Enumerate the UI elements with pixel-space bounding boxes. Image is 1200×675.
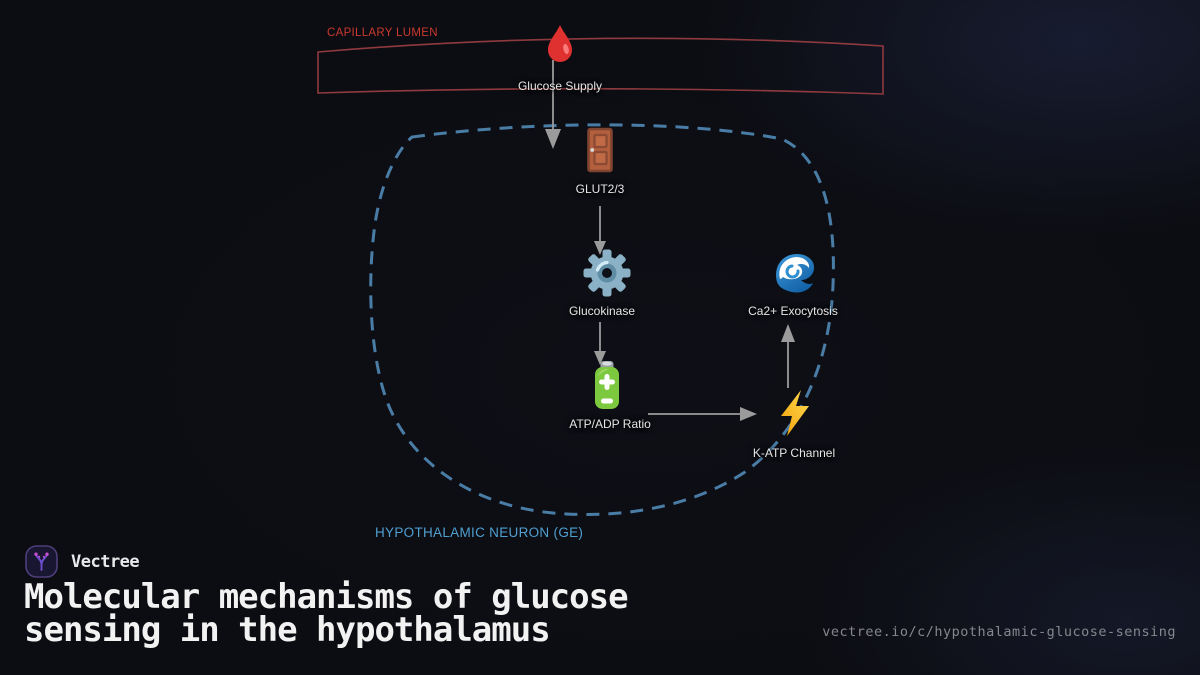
node-ca2-exocytosis[interactable] [771, 250, 817, 301]
arrowhead-katp-to-caexo [781, 324, 795, 342]
capillary-lumen-label: CAPILLARY LUMEN [327, 27, 438, 39]
arrowhead-glucose-to-glut [545, 129, 561, 149]
node-glucokinase[interactable] [583, 249, 631, 302]
atp-adp-ratio-label: ATP/ADP Ratio [569, 417, 651, 431]
arrowhead-glucokinase-to-atp [594, 351, 606, 365]
ca2-exocytosis-label: Ca2+ Exocytosis [748, 304, 838, 318]
neuron-membrane-outline [369, 123, 835, 516]
edge-arrows [545, 60, 795, 421]
node-katp-channel[interactable] [777, 389, 813, 442]
blood-drop-icon [548, 25, 572, 62]
wave-icon [776, 254, 815, 293]
glucose-supply-label: Glucose Supply [517, 79, 603, 93]
capillary-lumen-outline [317, 37, 884, 95]
arrowhead-atp-to-katp [740, 407, 757, 421]
brand-name: Vectree [71, 551, 140, 572]
lightning-icon [781, 390, 809, 436]
node-glucose-supply[interactable] [542, 23, 578, 72]
page-title: Molecular mechanisms of glucose sensing … [24, 577, 629, 650]
battery-icon [595, 361, 619, 409]
katp-channel-label: K-ATP Channel [752, 446, 836, 460]
door-icon [587, 127, 613, 173]
node-glut23[interactable] [581, 127, 619, 178]
page-url: vectree.io/c/hypothalamic-glucose-sensin… [822, 624, 1176, 640]
arrowhead-glut-to-glucokinase [594, 241, 606, 255]
vectree-logo-icon [25, 545, 58, 578]
neuron-region-label: HYPOTHALAMIC NEURON (GE) [375, 525, 584, 540]
node-atp-adp-ratio[interactable] [592, 360, 622, 415]
glut23-label: GLUT2/3 [575, 182, 625, 196]
glucokinase-label: Glucokinase [568, 304, 636, 318]
brand-row: Vectree [25, 545, 140, 578]
gear-icon [583, 249, 631, 297]
